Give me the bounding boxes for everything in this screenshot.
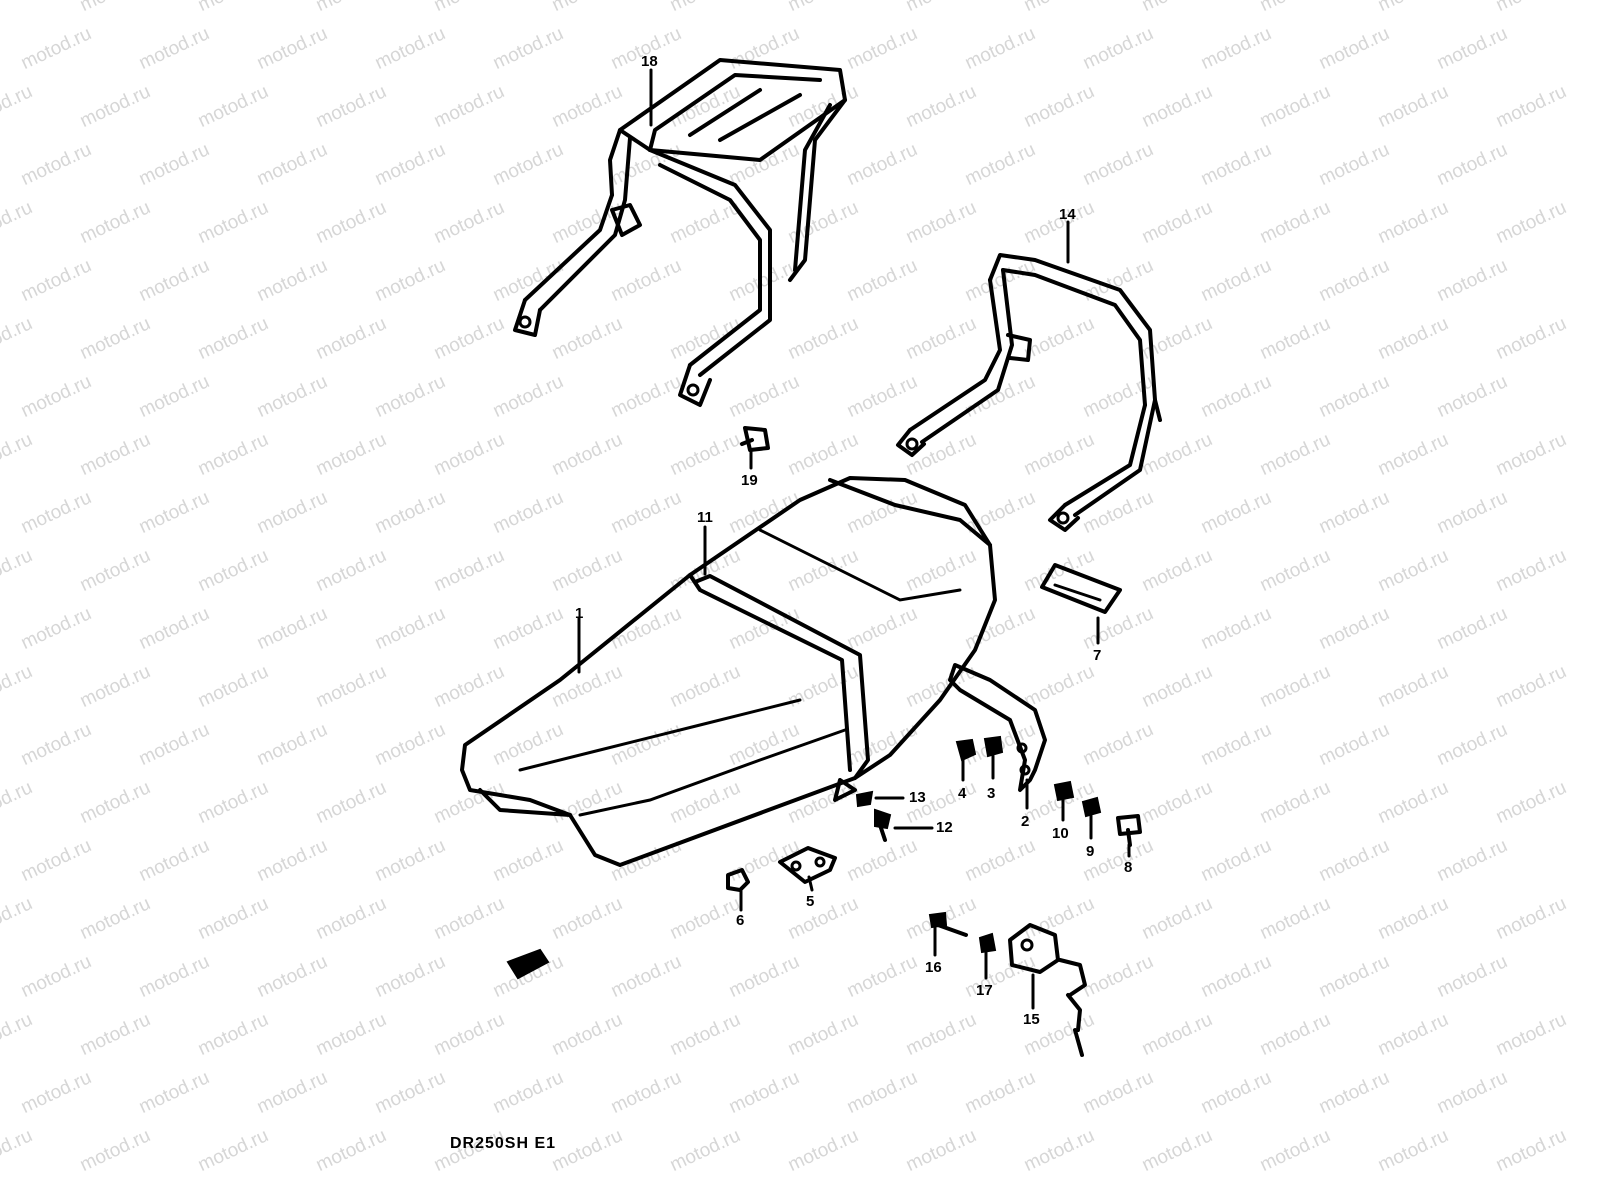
- callout-4: 4: [958, 785, 967, 802]
- callout-9: 9: [1086, 843, 1094, 860]
- callout-13: 13: [909, 789, 926, 806]
- callout-14: 14: [1059, 206, 1076, 223]
- callout-19: 19: [741, 472, 758, 489]
- callout-2: 2: [1021, 813, 1029, 830]
- bolt-16: [928, 911, 968, 937]
- callout-3: 3: [987, 785, 995, 802]
- callout-16: 16: [925, 959, 942, 976]
- washer-13: [855, 790, 874, 808]
- callout-numbers: 1 2 3 4 5 6 7 8 9 10 11 12 13 14 15 16 1…: [575, 53, 1132, 1028]
- bracket-5: [778, 846, 837, 884]
- callout-18: 18: [641, 53, 658, 70]
- rear-carrier-rack: [513, 58, 847, 407]
- seat: [460, 476, 997, 867]
- bolt-8: [1116, 814, 1142, 847]
- model-code-label: DR250SH E1: [450, 1135, 557, 1152]
- nut-6: [726, 868, 750, 892]
- seat-hinge-bracket: [948, 663, 1047, 792]
- callout-8: 8: [1124, 859, 1132, 876]
- seat-lock: [1008, 923, 1087, 1057]
- nut-3: [983, 735, 1004, 758]
- grab-rail: [896, 253, 1162, 532]
- callout-11: 11: [697, 509, 713, 526]
- nut-9: [1081, 796, 1102, 818]
- bolt-12: [874, 808, 892, 842]
- callout-7: 7: [1093, 647, 1101, 664]
- nut-4: [955, 738, 977, 762]
- callout-17: 17: [976, 982, 993, 999]
- callout-10: 10: [1052, 825, 1069, 842]
- callout-12: 12: [936, 819, 953, 836]
- nut-10: [1053, 780, 1075, 802]
- washer-17: [978, 932, 997, 954]
- fastener-clip: [506, 948, 550, 980]
- callout-1: 1: [575, 605, 583, 622]
- callout-5: 5: [806, 893, 814, 910]
- bolt-19: [740, 426, 770, 452]
- leader-lines: [577, 68, 1131, 1010]
- pad-7: [1040, 563, 1122, 614]
- callout-6: 6: [736, 912, 744, 929]
- callout-15: 15: [1023, 1011, 1040, 1028]
